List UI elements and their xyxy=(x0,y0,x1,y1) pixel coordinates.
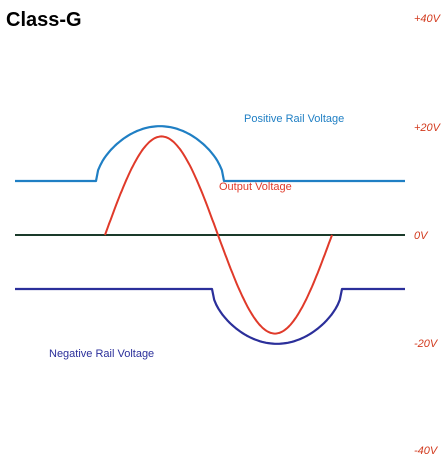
level-label-plus-40v: +40V xyxy=(414,13,442,25)
level-label-minus-20v: -20V xyxy=(414,338,439,350)
positive-rail-voltage-curve xyxy=(15,125,405,183)
output-voltage-curve xyxy=(104,135,333,335)
diagram-title: Class-G xyxy=(6,9,82,31)
level-label-0v: 0V xyxy=(414,230,429,242)
negative-rail-label: Negative Rail Voltage xyxy=(49,348,154,360)
output-voltage-label: Output Voltage xyxy=(219,181,292,193)
negative-rail-voltage-curve xyxy=(15,287,405,345)
level-label-plus-20v: +20V xyxy=(414,122,442,134)
positive-rail-label: Positive Rail Voltage xyxy=(244,113,344,125)
level-label-minus-40v: -40V xyxy=(414,445,439,457)
